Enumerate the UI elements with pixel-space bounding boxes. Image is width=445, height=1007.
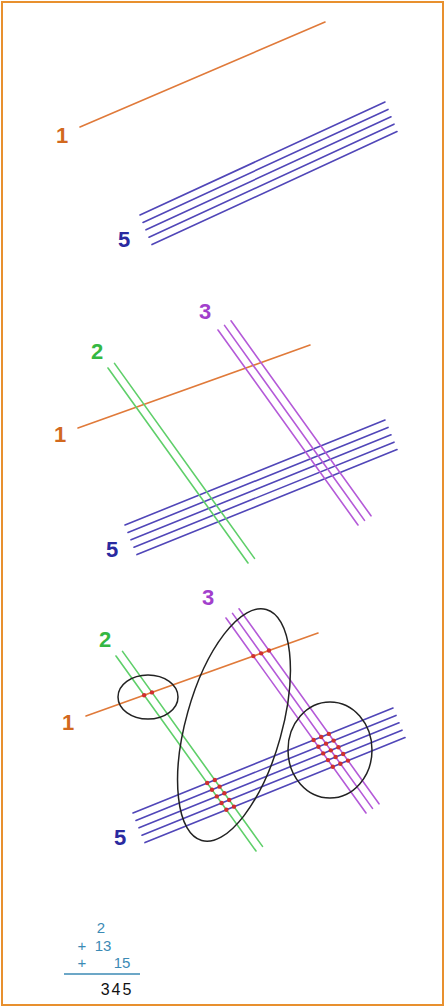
- line-group: [78, 22, 405, 851]
- units-line: [131, 435, 391, 540]
- digit-label: 5: [106, 539, 118, 561]
- intersection-dot: [311, 738, 315, 742]
- intersection-dot: [267, 648, 271, 652]
- tens-line: [86, 633, 318, 716]
- units-line: [231, 321, 371, 516]
- units-line: [137, 450, 397, 555]
- digit-label: 3: [202, 587, 214, 609]
- units-line: [136, 715, 396, 820]
- digit-label: 1: [54, 424, 66, 446]
- intersection-dot: [327, 732, 331, 736]
- intersection-dot: [222, 791, 226, 795]
- intersection-dot: [150, 690, 154, 694]
- units-line: [218, 330, 358, 525]
- intersection-dot: [219, 801, 223, 805]
- intersection-dot: [321, 751, 325, 755]
- units-line: [128, 427, 388, 532]
- intersection-dot: [336, 745, 340, 749]
- product-result: 345: [101, 982, 134, 998]
- intersection-dot: [227, 798, 231, 802]
- dot-group: [142, 648, 350, 812]
- intersection-dot: [215, 794, 219, 798]
- units-line: [225, 325, 365, 520]
- intersection-dot: [331, 738, 335, 742]
- intersection-dot: [224, 808, 228, 812]
- grouping-ellipse: [288, 702, 372, 798]
- intersection-dot: [259, 651, 263, 655]
- intersection-dot: [326, 758, 330, 762]
- digit-label: 1: [56, 125, 68, 147]
- tens-line: [108, 368, 248, 563]
- units-line: [152, 132, 397, 245]
- intersection-dot: [319, 735, 323, 739]
- digit-label: 2: [91, 341, 103, 363]
- digit-label: 5: [118, 229, 130, 251]
- intersection-dot: [324, 741, 328, 745]
- grouping-ellipse: [155, 597, 312, 854]
- digit-label: 2: [99, 629, 111, 651]
- intersection-dot: [232, 804, 236, 808]
- intersection-dot: [205, 781, 209, 785]
- sum-digit: 15: [114, 955, 131, 970]
- intersection-dot: [213, 778, 217, 782]
- units-line: [226, 618, 366, 813]
- intersection-dot: [341, 752, 345, 756]
- intersection-dot: [316, 745, 320, 749]
- tens-line: [78, 345, 310, 428]
- intersection-dot: [217, 784, 221, 788]
- intersection-dot: [331, 765, 335, 769]
- tens-line: [115, 363, 255, 558]
- plus-sign: +: [78, 938, 87, 953]
- tens-line: [116, 656, 256, 851]
- sum-digit: 13: [95, 938, 112, 953]
- plus-sign: +: [78, 955, 87, 970]
- intersection-dot: [333, 755, 337, 759]
- sum-digit: 2: [97, 920, 105, 935]
- ellipse-group: [118, 597, 372, 854]
- units-line: [239, 609, 379, 804]
- intersection-dot: [346, 758, 350, 762]
- intersection-dot: [210, 788, 214, 792]
- units-line: [149, 124, 394, 237]
- grouping-ellipse: [118, 675, 178, 719]
- intersection-dot: [251, 654, 255, 658]
- tens-line: [123, 651, 263, 846]
- sum-rule: [64, 973, 140, 975]
- digit-label: 1: [62, 712, 74, 734]
- tens-line: [80, 22, 325, 127]
- intersection-dot: [329, 748, 333, 752]
- digit-label: 5: [114, 827, 126, 849]
- units-line: [233, 613, 373, 808]
- units-line: [146, 117, 391, 230]
- units-line: [143, 109, 388, 222]
- units-line: [140, 102, 385, 215]
- intersection-dot: [338, 761, 342, 765]
- intersection-dot: [142, 693, 146, 697]
- digit-label: 3: [199, 301, 211, 323]
